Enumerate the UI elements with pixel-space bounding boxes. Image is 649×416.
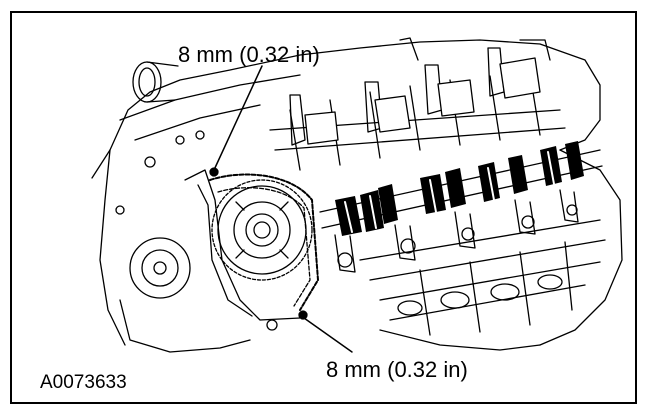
crank-pulley: [119, 237, 251, 353]
engine-block: [91, 39, 623, 351]
valve-springs: [334, 189, 579, 273]
timing-chain: [209, 173, 319, 311]
callout-bottom-measurement: 8 mm (0.32 in): [326, 357, 468, 382]
cover-bolts: [115, 130, 278, 331]
callout-top-measurement: 8 mm (0.32 in): [178, 42, 320, 67]
figure-id: A0073633: [40, 372, 127, 393]
ignition-coils: [289, 37, 551, 146]
inlet-tube: [132, 61, 179, 103]
camshaft: [319, 141, 603, 236]
cam-sprocket: [211, 179, 313, 281]
chain-guide: [184, 167, 308, 321]
leader-lines: [213, 65, 353, 353]
